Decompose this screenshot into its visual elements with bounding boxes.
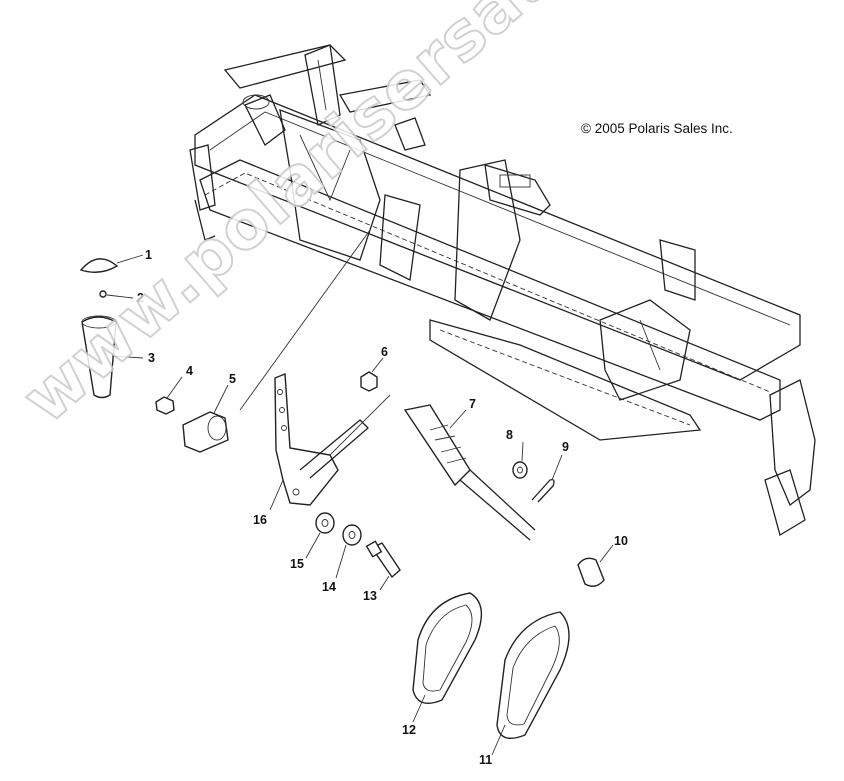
- callout-15: 15: [290, 557, 304, 571]
- callout-5: 5: [229, 372, 236, 386]
- callout-10: 10: [614, 534, 628, 548]
- callout-16: 16: [253, 513, 267, 527]
- part-7-cable-boot: [403, 404, 536, 541]
- part-10-clamp: [577, 544, 614, 587]
- part-4-nut: [155, 376, 183, 415]
- callout-1: 1: [145, 248, 152, 262]
- part-6-nut: [360, 357, 384, 392]
- callout-7: 7: [469, 397, 476, 411]
- part-15-washer: [305, 512, 335, 559]
- callout-6: 6: [381, 345, 388, 359]
- callout-14: 14: [322, 580, 336, 594]
- callout-11: 11: [479, 753, 493, 767]
- callout-2: 2: [137, 291, 144, 305]
- part-9-clip: [531, 454, 563, 503]
- callout-4: 4: [186, 364, 193, 378]
- part-11-pad: [491, 611, 570, 756]
- part-3-knob: [81, 315, 144, 399]
- frame-assembly: [189, 44, 816, 536]
- part-2-screw: [99, 290, 134, 299]
- part-8-washer: [512, 441, 528, 479]
- callout-12: 12: [402, 723, 416, 737]
- part-14-washer: [335, 524, 362, 579]
- callout-9: 9: [562, 440, 569, 454]
- callout-3: 3: [148, 351, 155, 365]
- part-13-bolt: [365, 540, 401, 591]
- part-12-pad: [412, 592, 483, 723]
- part-16-shift-lever: [269, 372, 369, 511]
- part-5-bushing: [182, 384, 229, 453]
- callout-13: 13: [363, 589, 377, 603]
- callout-8: 8: [506, 428, 513, 442]
- copyright-notice: © 2005 Polaris Sales Inc.: [581, 121, 733, 136]
- part-1-cap: [79, 254, 144, 273]
